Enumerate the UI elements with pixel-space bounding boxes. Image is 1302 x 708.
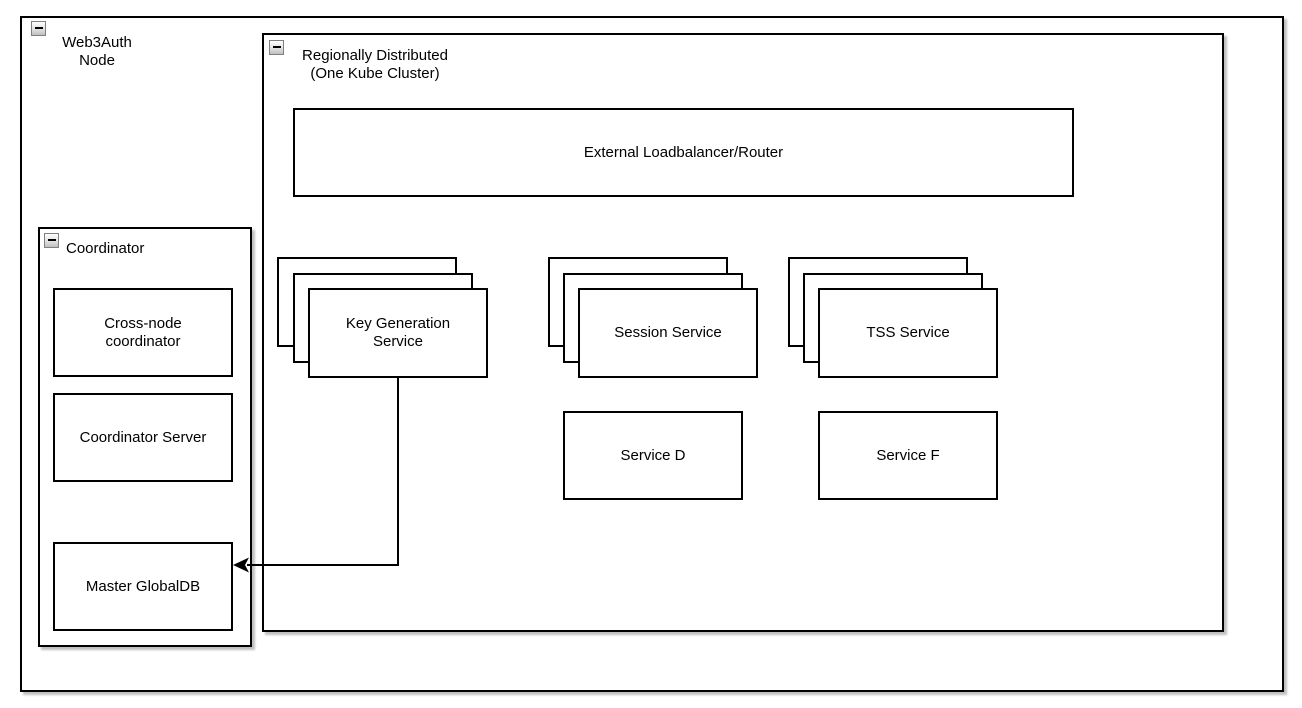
coordinator-server-box: Coordinator Server (53, 393, 233, 482)
web3auth-node-container: Web3Auth Node Regionally Distributed (On… (20, 16, 1284, 692)
master-globaldb-label: Master GlobalDB (85, 577, 201, 595)
coordinator-server-label: Coordinator Server (79, 428, 207, 446)
regionally-distributed-container: Regionally Distributed (One Kube Cluster… (262, 33, 1224, 632)
service-d-label: Service D (620, 446, 686, 464)
web3auth-node-label: Web3Auth Node (62, 34, 132, 69)
coordinator-container: Coordinator Cross-node coordinator Coord… (38, 227, 252, 647)
tss-service-label: TSS Service (866, 324, 950, 341)
external-loadbalancer-label: External Loadbalancer/Router (583, 143, 784, 161)
regionally-distributed-label: Regionally Distributed (One Kube Cluster… (302, 47, 448, 82)
collapse-icon[interactable] (31, 21, 46, 36)
service-f-box: Service F (818, 411, 998, 500)
collapse-icon[interactable] (44, 233, 59, 248)
tss-service-box: TSS Service (818, 288, 998, 378)
master-globaldb-box: Master GlobalDB (53, 542, 233, 631)
session-service-label: Session Service (614, 324, 722, 341)
session-service-box: Session Service (578, 288, 758, 378)
keygen-service-label: Key Generation Service (345, 315, 451, 350)
cross-node-coordinator-label: Cross-node coordinator (104, 314, 182, 350)
collapse-icon[interactable] (269, 40, 284, 55)
keygen-service-box: Key Generation Service (308, 288, 488, 378)
external-loadbalancer-box: External Loadbalancer/Router (293, 108, 1074, 197)
service-d-box: Service D (563, 411, 743, 500)
coordinator-label: Coordinator (66, 240, 145, 257)
cross-node-coordinator-box: Cross-node coordinator (53, 288, 233, 377)
service-f-label: Service F (876, 446, 940, 464)
